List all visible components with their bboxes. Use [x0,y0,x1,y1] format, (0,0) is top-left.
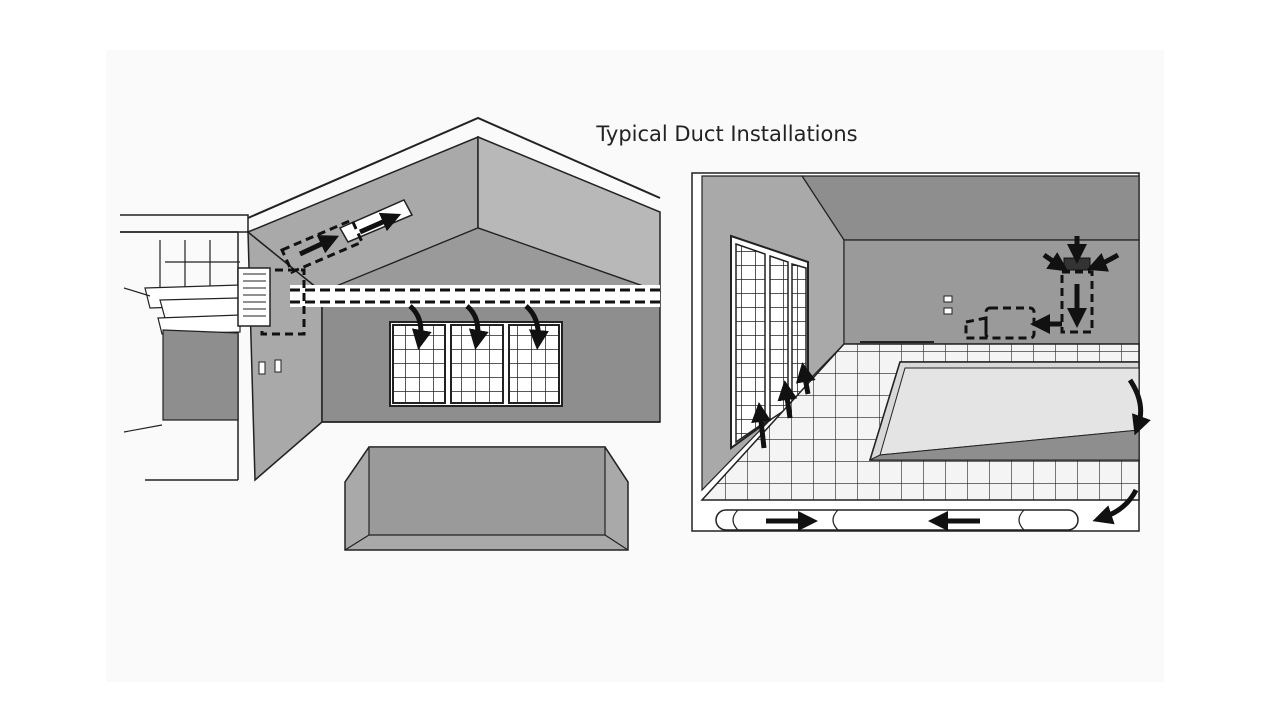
sliding-window [730,234,809,450]
under-floor-duct [715,509,1079,531]
wall-switch [274,359,282,373]
airflow-arrow [298,235,340,257]
exhaust-fan-unit [237,267,306,336]
window-pane [508,324,560,404]
airflow-arrow [358,212,402,235]
ceiling [800,175,1140,241]
airflow-arrow [795,362,816,395]
airflow-arrow [524,304,549,350]
airflow-arrows-down [408,304,549,350]
bathtub-box [344,446,629,551]
airflow-arrow [777,380,798,419]
ceiling-fan-grille [1042,236,1120,272]
left-scene-vaulted-room [120,116,661,551]
right-scene-floor-duct-room [691,172,1151,532]
wall-switch [258,361,266,375]
floor-register-arrows [751,362,816,449]
wall-switch [943,295,953,303]
skylight-duct [280,199,414,274]
airflow-arrow [1127,378,1151,436]
airflow-arrow [751,402,772,449]
ceiling-duct-run [290,285,660,307]
roof-outline [247,116,661,219]
airflow-arrow [465,304,489,350]
bathtub [868,361,1140,461]
attic-framing [123,240,241,433]
adjacent-building-outline [120,214,249,233]
diagram-title: Typical Duct Installations [596,122,858,146]
airflow-arrow [1092,488,1139,525]
wall-switch [943,307,953,315]
airflow-arrow [408,304,432,350]
airflow-arrow [1086,252,1120,272]
exterior-wall-section [162,329,239,421]
back-wall [843,239,1140,345]
airflow-arrow [1042,252,1069,272]
